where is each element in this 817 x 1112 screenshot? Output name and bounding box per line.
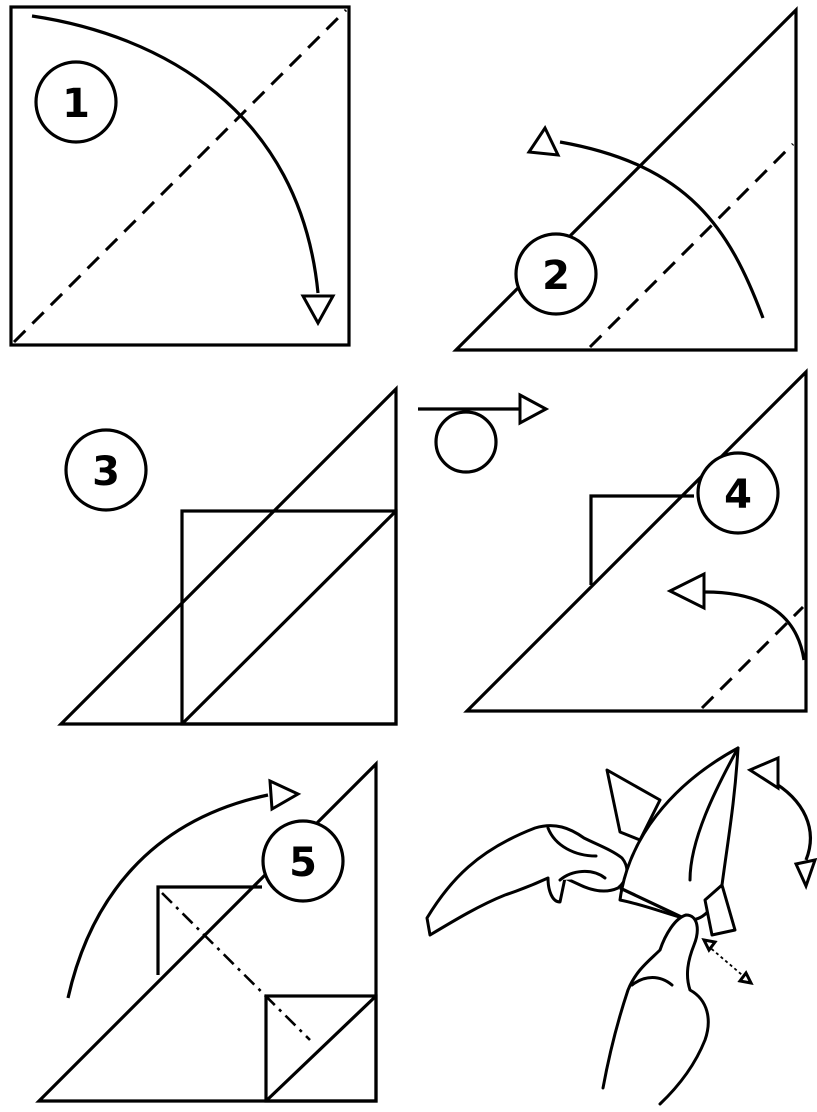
step-number: 2	[542, 253, 570, 299]
valley-fold-line	[700, 605, 805, 710]
step-number: 5	[289, 840, 317, 886]
small-square-diagonal	[264, 994, 378, 1103]
paper-tail	[703, 883, 737, 937]
paper-triangle	[452, 6, 798, 352]
folded-small-square	[264, 994, 378, 1103]
step-number-badge	[514, 232, 598, 316]
left-hand	[425, 824, 629, 937]
folded-square-flap	[180, 509, 398, 726]
right-hand	[601, 913, 710, 1106]
turn-over-circle	[434, 410, 498, 474]
step-3-panel: 3	[57, 385, 398, 726]
hidden-square-edge	[589, 494, 694, 585]
step-number: 1	[62, 81, 90, 127]
arrowhead-icon	[518, 392, 550, 426]
pull-direction-line	[706, 944, 749, 981]
step-number: 3	[92, 449, 120, 495]
fold-arrow-curve	[559, 140, 765, 319]
left-hand-finger	[558, 870, 607, 882]
step-6-panel	[425, 746, 817, 1106]
fold-arrow-curve	[66, 793, 269, 999]
step-number-badge	[261, 819, 345, 903]
valley-fold-diagonal	[12, 8, 348, 344]
flap-edge	[180, 509, 398, 726]
arrowhead-icon	[746, 755, 780, 791]
paper-triangle	[463, 368, 808, 713]
arrowhead-icon	[526, 124, 561, 157]
step-number-badge	[696, 451, 780, 535]
arrowhead-icon	[268, 778, 302, 812]
valley-fold-line	[588, 142, 795, 349]
turn-over-icon	[418, 392, 550, 474]
step-1-panel: 1	[9, 5, 351, 347]
mountain-fold-line	[161, 892, 311, 1041]
arrowhead-icon	[300, 294, 336, 327]
fold-arrow-curve	[769, 778, 812, 861]
fold-arrow-curve	[31, 14, 320, 294]
step-2-panel: 2	[452, 6, 798, 352]
step-number: 4	[724, 472, 752, 518]
step-4-panel: 4	[463, 368, 808, 713]
arrowhead-icon	[666, 571, 706, 611]
arrowhead-icon	[701, 937, 718, 953]
arrowhead-icon	[793, 858, 817, 891]
step-number-badge	[64, 428, 148, 512]
paper-square	[9, 5, 351, 347]
hidden-square-edge	[156, 885, 262, 975]
paper-crease	[688, 746, 740, 882]
fold-arrow-curve	[704, 590, 806, 661]
step-5-panel: 5	[35, 760, 378, 1103]
left-hand-knuckle	[546, 826, 598, 858]
right-hand-finger	[630, 976, 674, 987]
step-number-badge	[34, 60, 118, 144]
arrowhead-icon	[737, 970, 754, 986]
paper-triangle	[35, 760, 378, 1103]
